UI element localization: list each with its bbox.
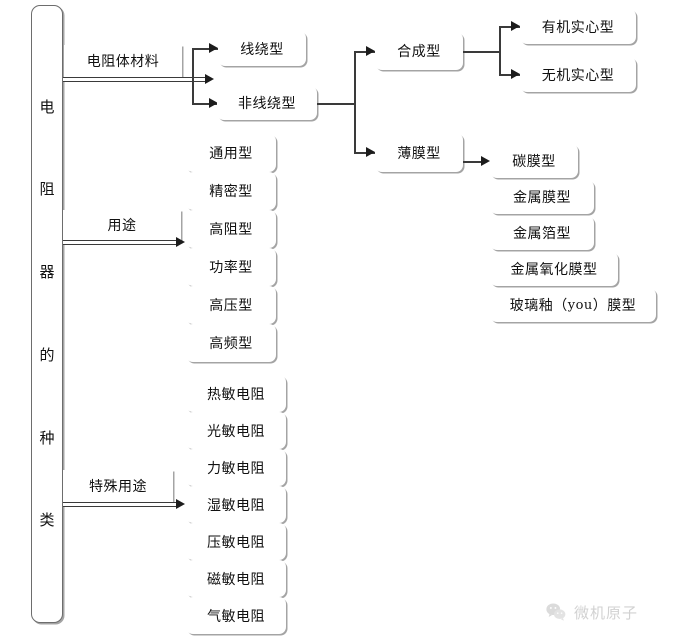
node-photoresistor[interactable]: 光敏电阻	[186, 412, 286, 449]
node-general-purpose[interactable]: 通用型	[186, 134, 276, 172]
arrow-organic-solid	[511, 20, 520, 31]
node-metal-film[interactable]: 金属膜型	[490, 180, 594, 214]
arrow-material-fork	[205, 73, 214, 84]
connector-root-to-usage	[63, 240, 178, 245]
connector-film-to-carbon	[463, 161, 484, 163]
arrow-film	[366, 146, 375, 157]
glass-glaze-pre: 玻璃釉（	[509, 298, 568, 314]
node-metal-oxide-film[interactable]: 金属氧化膜型	[490, 252, 618, 286]
root-node-resistor-types[interactable]: 电 阻 器 的 种 类	[31, 5, 63, 623]
node-gas-sensitive-resistor[interactable]: 气敏电阻	[186, 597, 286, 634]
node-high-voltage[interactable]: 高压型	[186, 286, 276, 324]
wechat-icon	[546, 603, 566, 621]
node-non-wirewound[interactable]: 非线绕型	[217, 86, 317, 120]
root-char-5: 类	[39, 511, 55, 530]
root-char-1: 阻	[39, 180, 55, 199]
node-special-usage[interactable]: 特殊用途	[63, 470, 173, 502]
arrow-carbon-film	[481, 155, 490, 166]
arrow-nonwirewound	[209, 97, 218, 108]
node-varistor[interactable]: 压敏电阻	[186, 523, 286, 560]
connector-root-to-special	[63, 502, 178, 507]
glass-glaze-post: ）膜型	[592, 298, 637, 314]
node-precision[interactable]: 精密型	[186, 172, 276, 210]
connector-to-inorganic-solid	[499, 74, 520, 76]
node-wirewound[interactable]: 线绕型	[218, 31, 306, 66]
connector-to-film	[354, 152, 375, 154]
node-inorganic-solid[interactable]: 无机实心型	[520, 57, 636, 92]
watermark-text: 微机原子	[574, 603, 639, 622]
node-force-sensitive-resistor[interactable]: 力敏电阻	[186, 449, 286, 486]
node-glass-glaze-film[interactable]: 玻璃釉（you）膜型	[490, 288, 656, 322]
connector-material-fork-vertical	[192, 48, 194, 103]
node-metal-foil[interactable]: 金属箔型	[490, 216, 594, 250]
node-humidity-sensitive-resistor[interactable]: 湿敏电阻	[186, 486, 286, 523]
arrow-usage	[176, 236, 185, 247]
node-magneto-resistor[interactable]: 磁敏电阻	[186, 560, 286, 597]
watermark: 微机原子	[545, 601, 638, 623]
connector-to-composite	[354, 51, 375, 53]
node-organic-solid[interactable]: 有机实心型	[520, 9, 636, 44]
node-film-type[interactable]: 薄膜型	[375, 133, 463, 172]
connector-material-to-wirewound	[192, 48, 218, 50]
arrow-inorganic-solid	[511, 68, 520, 79]
node-carbon-film[interactable]: 碳膜型	[490, 144, 578, 178]
node-high-resistance[interactable]: 高阻型	[186, 210, 276, 248]
connector-to-organic-solid	[499, 26, 520, 28]
node-material[interactable]: 电阻体材料	[64, 45, 182, 77]
root-char-0: 电	[39, 97, 55, 116]
node-usage[interactable]: 用途	[63, 210, 181, 240]
connector-composite-fork-vertical	[499, 26, 501, 75]
root-char-3: 的	[39, 345, 55, 364]
connector-material-to-nonwirewound	[192, 103, 218, 105]
connector-nonwirewound-out	[317, 103, 355, 105]
node-high-frequency[interactable]: 高频型	[186, 324, 276, 362]
arrow-composite	[366, 45, 375, 56]
node-power-type[interactable]: 功率型	[186, 248, 276, 286]
arrow-special-usage	[176, 498, 185, 509]
connector-root-to-material	[63, 77, 208, 82]
node-thermistor[interactable]: 热敏电阻	[186, 375, 286, 412]
connector-nonwirewound-fork-vertical	[354, 51, 356, 153]
node-composite-type[interactable]: 合成型	[375, 32, 463, 70]
root-char-2: 器	[39, 263, 55, 282]
connector-composite-out	[463, 51, 500, 53]
glass-glaze-pinyin: you	[567, 297, 593, 313]
arrow-wirewound	[209, 42, 218, 53]
root-char-4: 种	[39, 428, 55, 447]
